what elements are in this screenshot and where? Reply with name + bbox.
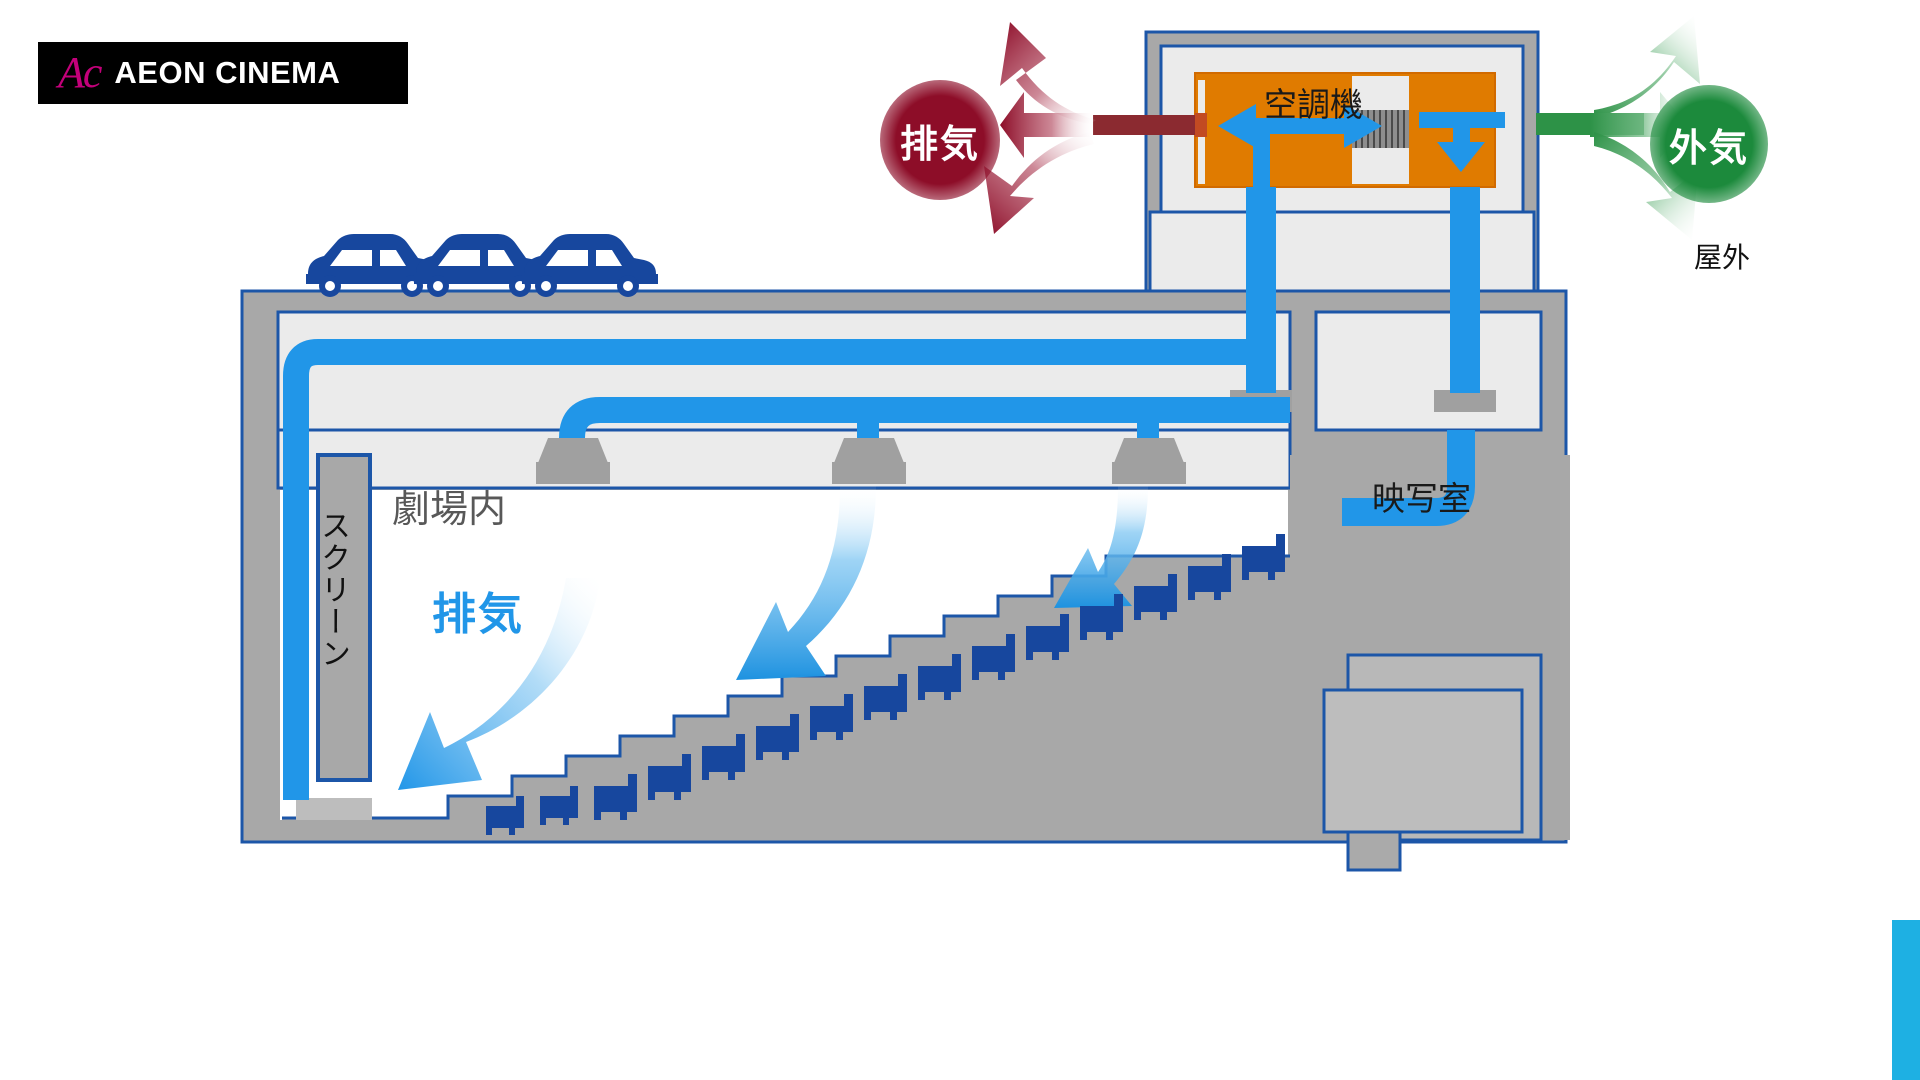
- cinema-screen: [316, 453, 372, 782]
- aeon-cinema-logo: Ac AEON CINEMA: [38, 42, 408, 104]
- intake-arrow-down: [1594, 132, 1698, 240]
- exhaust-arrow-middle: [1000, 92, 1094, 158]
- exhaust-duct-stub: [1093, 115, 1203, 135]
- shaft-diffuser-right: [1434, 390, 1496, 412]
- exhaust-arrow-up: [1000, 22, 1096, 124]
- rooftop-plant-room: [1093, 30, 1644, 296]
- logo-wordmark: AEON CINEMA: [114, 55, 341, 90]
- supply-branch-duct: [559, 397, 1290, 468]
- car-row: [306, 234, 658, 297]
- intake-arrow-up: [1594, 16, 1700, 118]
- corner-accent-strip: [1892, 920, 1920, 1080]
- label-outdoor: 屋外: [1694, 241, 1751, 274]
- ahu-supply-down-arrow: [1419, 112, 1505, 172]
- ceiling-diffuser-3: [1112, 438, 1186, 468]
- seat: [864, 674, 907, 720]
- seat: [918, 654, 961, 700]
- ceiling-diffusers: [536, 438, 1186, 484]
- label-exhaust-interior: 排気: [432, 589, 524, 640]
- badge-exhaust: 排気: [880, 80, 1000, 200]
- badge-outdoor-air: 外気: [1650, 85, 1768, 203]
- label-theater-interior: 劇場内: [392, 487, 507, 531]
- equipment-outline-lower: [1322, 688, 1524, 834]
- shaft-room-upper: [1314, 310, 1543, 432]
- seat: [810, 694, 853, 740]
- seat: [594, 774, 637, 820]
- auditorium-building: [240, 289, 1570, 872]
- return-duct-main: [283, 339, 1262, 800]
- exhaust-arrows: [984, 22, 1096, 234]
- seat: [1242, 534, 1285, 580]
- exhaust-sweep-arrow: [398, 578, 600, 790]
- step-riser-outline: [282, 554, 1290, 820]
- return-riser-left: [1246, 187, 1276, 315]
- label-projection-room: 映写室: [1372, 479, 1471, 518]
- label-screen: スクリーン: [315, 510, 350, 670]
- supply-arrow-right: [1054, 486, 1148, 608]
- supply-arrow-middle: [736, 486, 876, 680]
- seat: [1134, 574, 1177, 620]
- label-air-handling-unit: 空調機: [1264, 85, 1363, 124]
- seat: [1080, 594, 1123, 640]
- seat: [1188, 554, 1231, 600]
- logo-mark-ac: Ac: [58, 48, 102, 97]
- car-icon: [522, 234, 658, 297]
- ahu-return-split-arrow: [1218, 104, 1382, 190]
- exhaust-arrow-down: [984, 132, 1094, 234]
- seat: [972, 634, 1015, 680]
- seat: [648, 754, 691, 800]
- raked-seating-deck: [282, 556, 1290, 826]
- seat: [702, 734, 745, 780]
- seat: [756, 714, 799, 760]
- seat: [540, 786, 578, 825]
- seat: [1026, 614, 1069, 660]
- ceiling-diffuser-2: [832, 438, 906, 468]
- supply-riser-right: [1450, 187, 1480, 315]
- ceiling-diffuser-1: [536, 438, 610, 468]
- seat: [486, 796, 524, 835]
- seat-row: [486, 534, 1285, 835]
- supply-airflow-arrows: [398, 486, 1148, 790]
- supply-duct-elbow-right: [1342, 430, 1475, 526]
